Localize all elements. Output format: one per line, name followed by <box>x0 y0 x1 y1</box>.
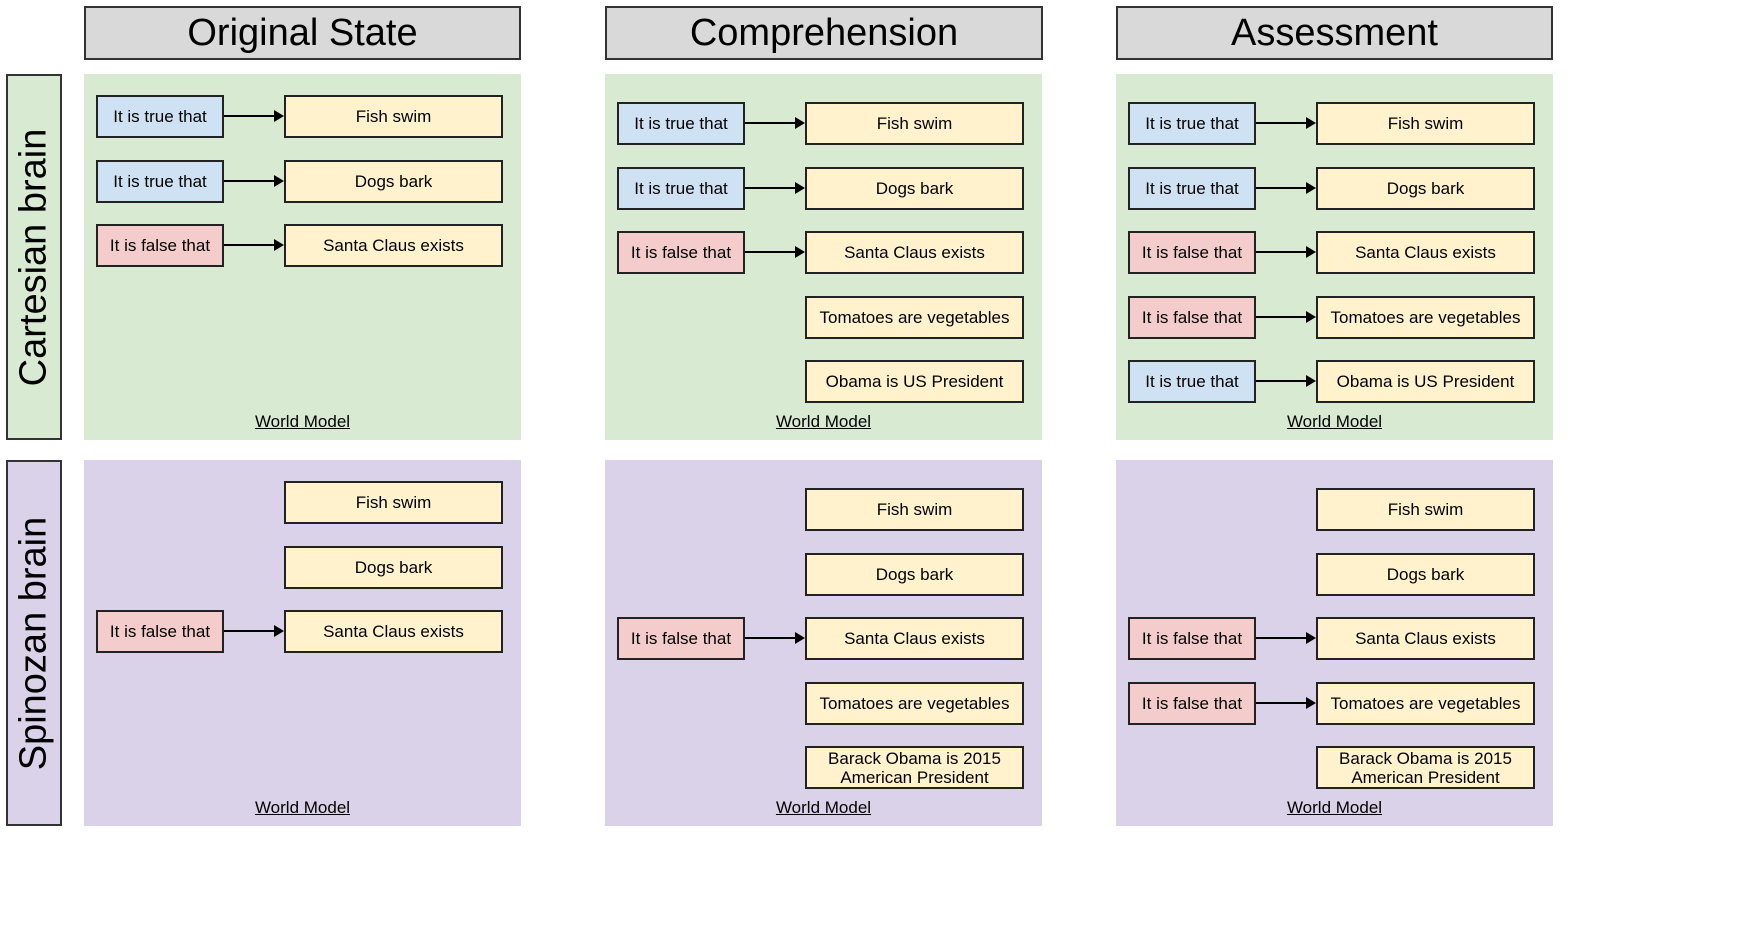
arrow-connector <box>224 239 284 251</box>
fact-box-santa-claus-exists: Santa Claus exists <box>1316 617 1535 660</box>
row-label-spinozan-brain: Spinozan brain <box>6 460 62 826</box>
arrow-connector <box>1256 697 1316 709</box>
column-header-assessment: Assessment <box>1116 6 1553 60</box>
arrow-connector <box>1256 182 1316 194</box>
fact-box-santa-claus-exists: Santa Claus exists <box>1316 231 1535 274</box>
tag-box-true: It is true that <box>617 102 745 145</box>
world-model-label: World Model <box>254 412 351 431</box>
fact-box-santa-claus-exists: Santa Claus exists <box>284 610 503 653</box>
fact-box-dogs-bark: Dogs bark <box>284 160 503 203</box>
fact-box-dogs-bark: Dogs bark <box>805 553 1024 596</box>
world-model-label: World Model <box>775 412 872 431</box>
fact-box-dogs-bark: Dogs bark <box>805 167 1024 210</box>
tag-box-true: It is true that <box>1128 167 1256 210</box>
row-label-text: Spinozan brain <box>12 516 55 770</box>
row-label-text: Cartesian brain <box>12 128 55 386</box>
tag-box-false: It is false that <box>617 231 745 274</box>
fact-box-obama-is-us-president: Obama is US President <box>1316 360 1535 403</box>
fact-box-fish-swim: Fish swim <box>284 95 503 138</box>
arrow-connector <box>1256 246 1316 258</box>
fact-box-santa-claus-exists: Santa Claus exists <box>805 231 1024 274</box>
tag-box-true: It is true that <box>96 95 224 138</box>
tag-box-false: It is false that <box>1128 682 1256 725</box>
tag-box-false: It is false that <box>617 617 745 660</box>
arrow-connector <box>745 246 805 258</box>
fact-box-fish-swim: Fish swim <box>1316 102 1535 145</box>
world-model-label: World Model <box>254 798 351 817</box>
tag-box-true: It is true that <box>1128 360 1256 403</box>
tag-box-true: It is true that <box>617 167 745 210</box>
fact-box-tomatoes-are-vegetables: Tomatoes are vegetables <box>805 682 1024 725</box>
fact-box-fish-swim: Fish swim <box>284 481 503 524</box>
fact-box-fish-swim: Fish swim <box>805 488 1024 531</box>
fact-box-obama-is-us-president: Obama is US President <box>805 360 1024 403</box>
world-model-label: World Model <box>775 798 872 817</box>
tag-box-false: It is false that <box>1128 231 1256 274</box>
fact-box-dogs-bark: Dogs bark <box>1316 167 1535 210</box>
fact-box-barack-obama-is-2015-american-president: Barack Obama is 2015 American President <box>1316 746 1535 789</box>
fact-box-santa-claus-exists: Santa Claus exists <box>805 617 1024 660</box>
tag-box-true: It is true that <box>96 160 224 203</box>
arrow-connector <box>1256 311 1316 323</box>
column-header-comprehension: Comprehension <box>605 6 1043 60</box>
arrow-connector <box>745 182 805 194</box>
fact-box-barack-obama-is-2015-american-president: Barack Obama is 2015 American President <box>805 746 1024 789</box>
arrow-connector <box>745 632 805 644</box>
arrow-connector <box>745 117 805 129</box>
fact-box-dogs-bark: Dogs bark <box>1316 553 1535 596</box>
tag-box-false: It is false that <box>1128 617 1256 660</box>
arrow-connector <box>224 625 284 637</box>
fact-box-fish-swim: Fish swim <box>805 102 1024 145</box>
tag-box-false: It is false that <box>1128 296 1256 339</box>
fact-box-fish-swim: Fish swim <box>1316 488 1535 531</box>
fact-box-tomatoes-are-vegetables: Tomatoes are vegetables <box>1316 682 1535 725</box>
fact-box-dogs-bark: Dogs bark <box>284 546 503 589</box>
fact-box-tomatoes-are-vegetables: Tomatoes are vegetables <box>805 296 1024 339</box>
tag-box-false: It is false that <box>96 224 224 267</box>
tag-box-true: It is true that <box>1128 102 1256 145</box>
tag-box-false: It is false that <box>96 610 224 653</box>
arrow-connector <box>1256 375 1316 387</box>
world-model-label: World Model <box>1286 798 1383 817</box>
arrow-connector <box>1256 632 1316 644</box>
row-label-cartesian-brain: Cartesian brain <box>6 74 62 440</box>
fact-box-tomatoes-are-vegetables: Tomatoes are vegetables <box>1316 296 1535 339</box>
world-model-label: World Model <box>1286 412 1383 431</box>
fact-box-santa-claus-exists: Santa Claus exists <box>284 224 503 267</box>
arrow-connector <box>224 175 284 187</box>
column-header-original-state: Original State <box>84 6 521 60</box>
arrow-connector <box>224 110 284 122</box>
arrow-connector <box>1256 117 1316 129</box>
